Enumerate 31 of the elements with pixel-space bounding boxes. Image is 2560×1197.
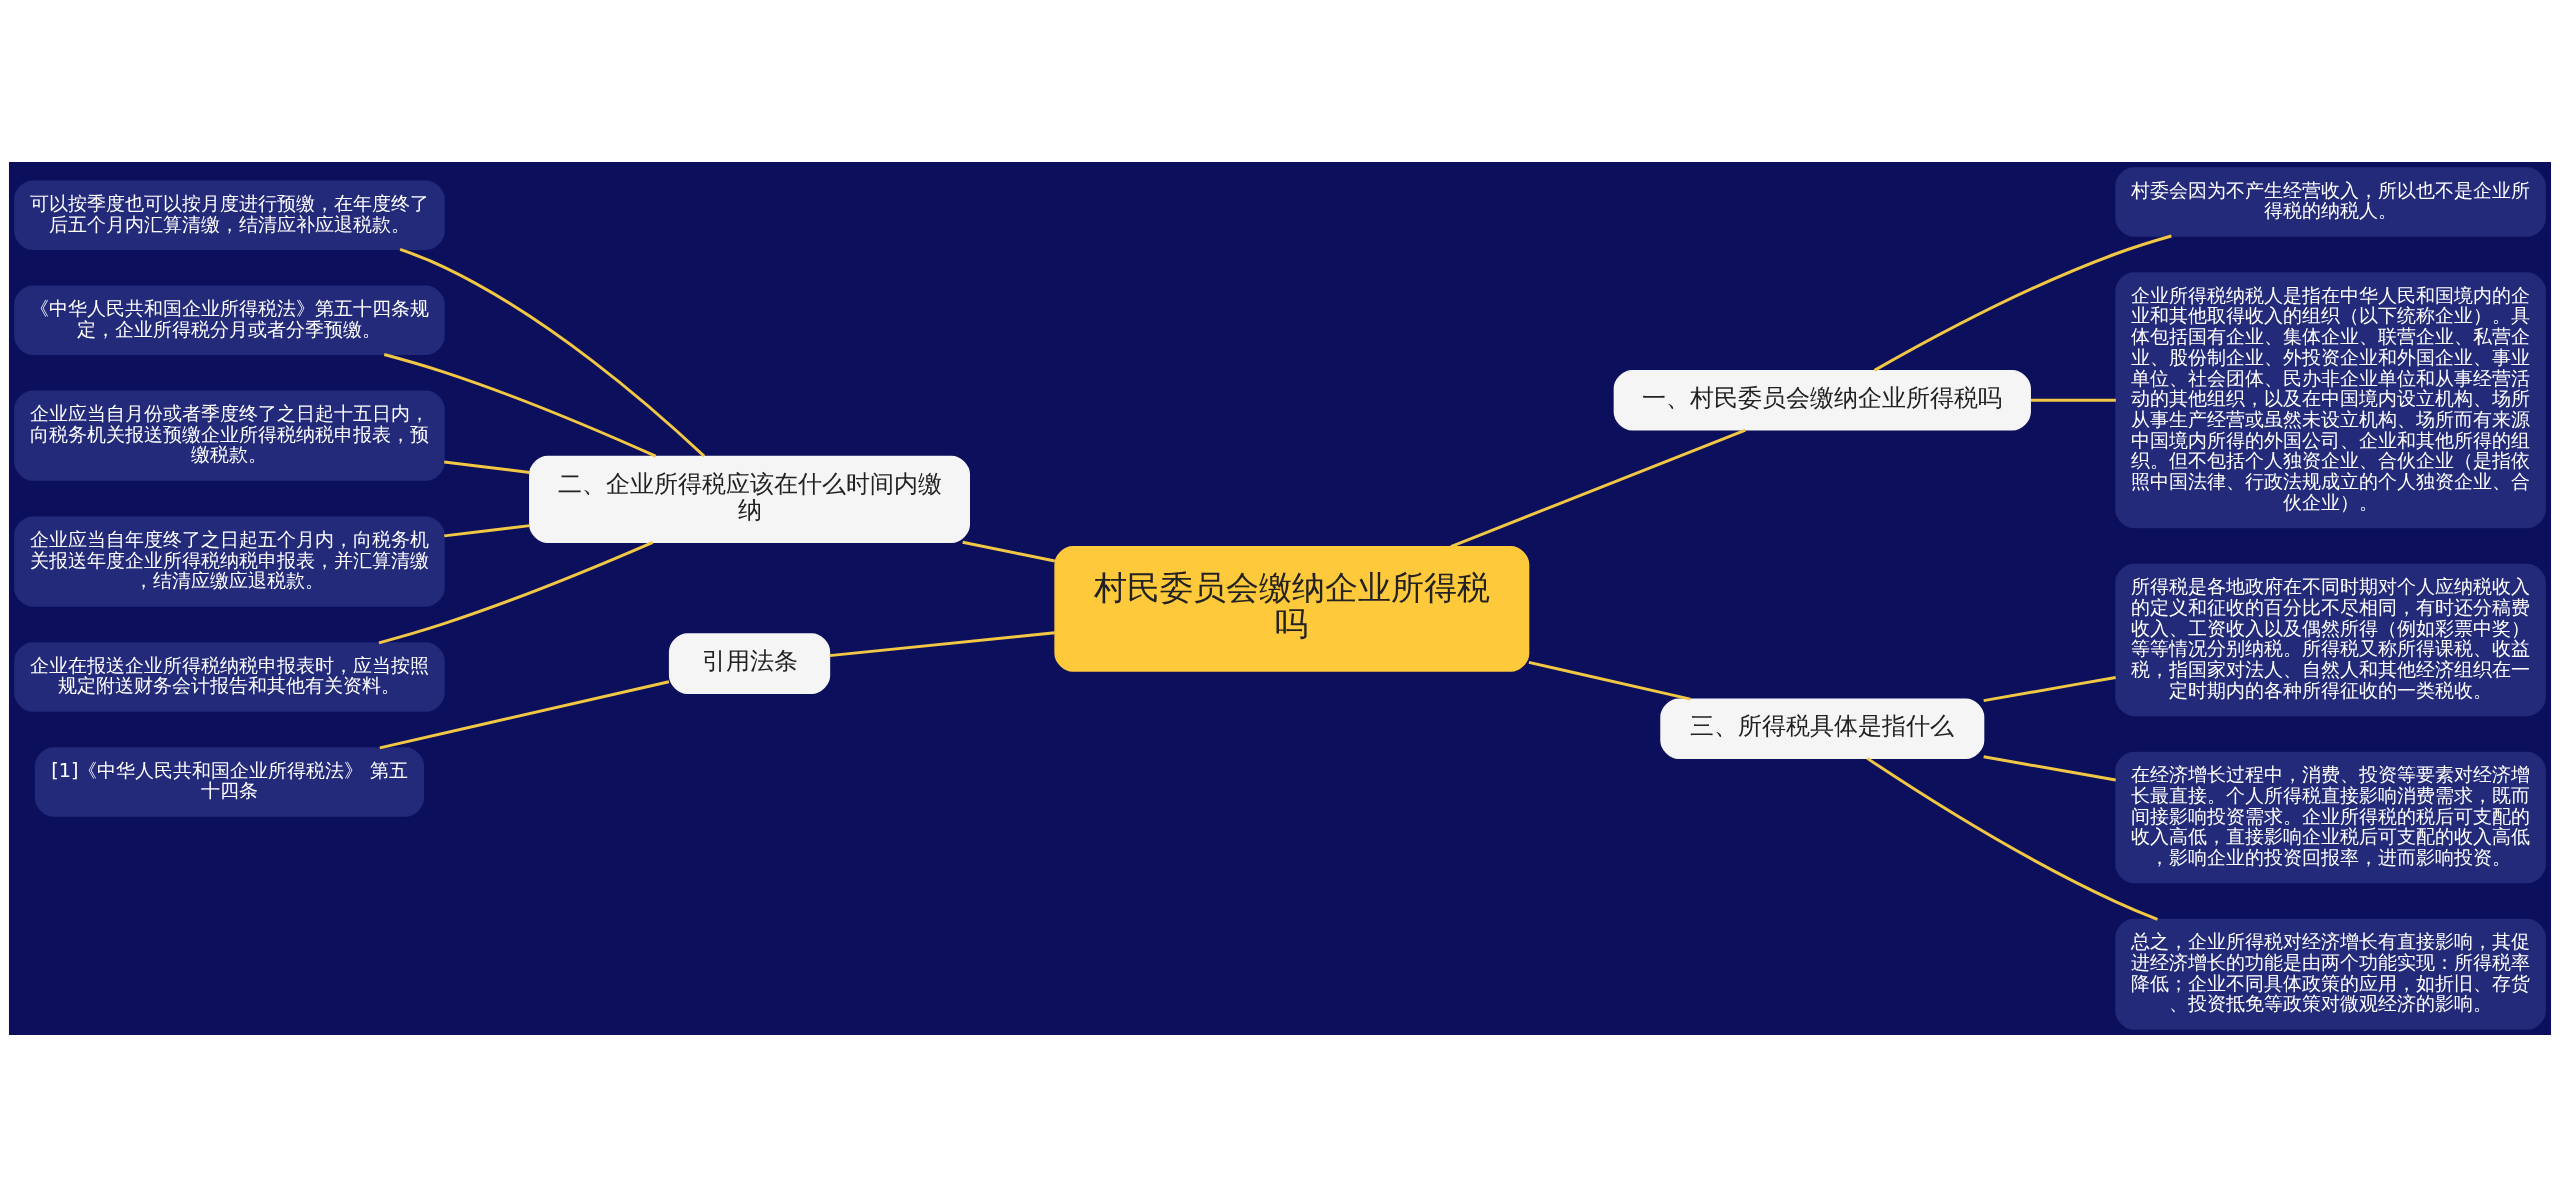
- node-box: 引用法条: [668, 633, 831, 694]
- node-box: 《中华人民共和国企业所得税法》第五十四条规定，企业所得税分月或者分季预缴。: [14, 285, 445, 356]
- node-box: [1]《中华人民共和国企业所得税法》 第五十四条: [34, 747, 424, 817]
- node-box: 可以按季度也可以按月度进行预缴，在年度终了后五个月内汇算清缴，结清应补应退税款。: [14, 180, 445, 251]
- connector: [1983, 755, 2116, 782]
- node-box: 企业应当自月份或者季度终了之日起十五日内，向税务机关报送预缴企业所得税纳税申报表，预缴税款。: [14, 390, 445, 481]
- node-box: 村委会因为不产生经营收入，所以也不是企业所得税的纳税人。: [2115, 167, 2546, 237]
- node-box: 一、村民委员会缴纳企业所得税吗: [1613, 369, 2031, 431]
- node-box: 总之，企业所得税对经济增长有直接影响，其促进经济增长的功能是由两个功能实现：所得税率降低；企业不同具体政策的应用，如折旧、存货、投资抵免等政策对微观经济的影响。: [2115, 918, 2546, 1030]
- connector: [1866, 757, 2158, 921]
- node-box: 所得税是各地政府在不同时期对个人应纳税收入的定义和征收的百分比不尽相同，有时还分稿费收入、工资收入以及偶然所得（例如彩票中奖）等等情况分别纳税。所得税又称所得课税、收益税，指国家对法人、自然人和其他经济组织在一定时期内的各种所得征收的一类税收。: [2115, 563, 2546, 717]
- connector: [379, 680, 670, 750]
- connector: [829, 631, 1055, 658]
- connector: [1983, 675, 2116, 703]
- connector: [1528, 660, 1691, 701]
- connector: [2030, 398, 2116, 402]
- connector: [1450, 428, 1746, 548]
- connector: [399, 248, 706, 458]
- node-box: 企业应当自年度终了之日起五个月内，向税务机关报送年度企业所得税纳税申报表，并汇算清缴，结清应缴应退税款。: [14, 516, 445, 607]
- node-box: 企业所得税纳税人是指在中华人民和国境内的企业和其他取得收入的组织（以下统称企业）。具体包括国有企业、集体企业、联营企业、私营企业、股份制企业、外投资企业和外国企业、事业单位、社会团体、民办非企业单位和从事经营活动的其他组织，以及在中国境内设立机构、场所从事生产经营或虽然未设立机构、场所而有来源中国境内所得的外国公司、企业和其他所得的组织。但不包括个人独资企业、合伙企业（是指依照中国法律、行政法规成立的个人独资企业、合伙企业）。: [2115, 272, 2546, 529]
- connector: [1873, 234, 2172, 372]
- node-box: 三、所得税具体是指什么: [1660, 698, 1985, 760]
- connector: [378, 541, 654, 645]
- connector: [962, 540, 1056, 563]
- connector: [444, 460, 530, 474]
- node-box: 企业在报送企业所得税纳税申报表时，应当按照规定附送财务会计报告和其他有关资料。: [14, 642, 445, 712]
- node-box: 二、企业所得税应该在什么时间内缴纳: [529, 455, 970, 543]
- connector: [383, 353, 657, 458]
- node-box: 在经济增长过程中，消费、投资等要素对经济增长最直接。个人所得税直接影响消费需求，既而间接影响投资需求。企业所得税的税后可支配的收入高低，直接影响企业税后可支配的收入高低，影响企业的投资回报率，进而影响投资。: [2115, 751, 2546, 884]
- connector: [444, 524, 530, 538]
- node-box: 村民委员会缴纳企业所得税吗: [1054, 545, 1530, 672]
